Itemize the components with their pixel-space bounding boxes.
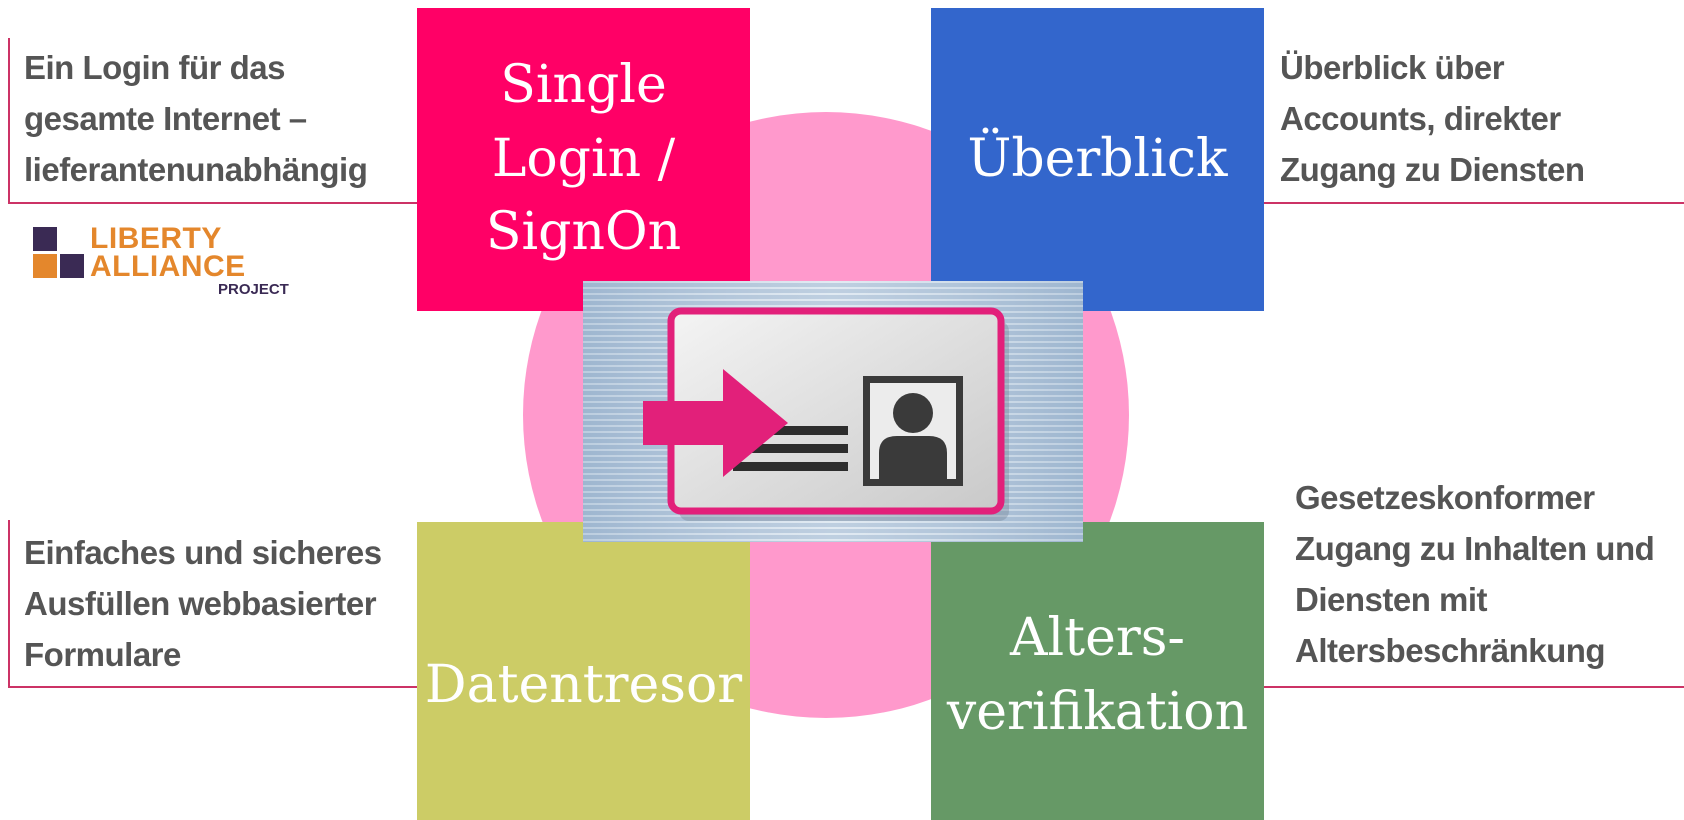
altersverifikation-label: Alters- verifikation xyxy=(946,608,1249,742)
logo-square-1 xyxy=(33,227,57,251)
desc-datentresor: Einfaches und sicheres Ausfüllen webbasi… xyxy=(24,534,382,673)
ueberblick-box: Überblick xyxy=(931,8,1264,311)
datentresor-box: Datentresor xyxy=(417,522,750,820)
logo-square-2 xyxy=(33,254,57,278)
logo-text-alliance: ALLIANCE xyxy=(90,250,246,283)
logo-text-project: PROJECT xyxy=(218,281,289,298)
single-login-label: Single Login / SignOn xyxy=(485,54,682,263)
datentresor-label: Datentresor xyxy=(424,655,743,716)
id-card-icon xyxy=(583,281,1083,542)
desc-altersverifikation: Gesetzeskonformer Zugang zu Inhalten und… xyxy=(1295,479,1655,669)
desc-tl-bracket xyxy=(8,38,10,204)
desc-bl-line xyxy=(8,686,417,688)
single-login-box: Single Login / SignOn xyxy=(417,8,750,311)
desc-ueberblick: Überblick über Accounts, direkter Zugang… xyxy=(1280,49,1585,188)
logo-text-liberty: LIBERTY xyxy=(90,222,222,255)
desc-br-line xyxy=(1264,686,1684,688)
liberty-alliance-logo: LIBERTY ALLIANCE PROJECT xyxy=(30,223,290,301)
desc-single-login: Ein Login für das gesamte Internet – lie… xyxy=(24,49,368,188)
altersverifikation-box: Alters- verifikation xyxy=(931,522,1264,820)
desc-tl-line xyxy=(8,202,417,204)
id-card-image xyxy=(583,281,1083,542)
ueberblick-label: Überblick xyxy=(967,128,1228,189)
desc-bl-bracket xyxy=(8,520,10,688)
desc-tr-line xyxy=(1264,202,1684,204)
logo-square-3 xyxy=(60,254,84,278)
